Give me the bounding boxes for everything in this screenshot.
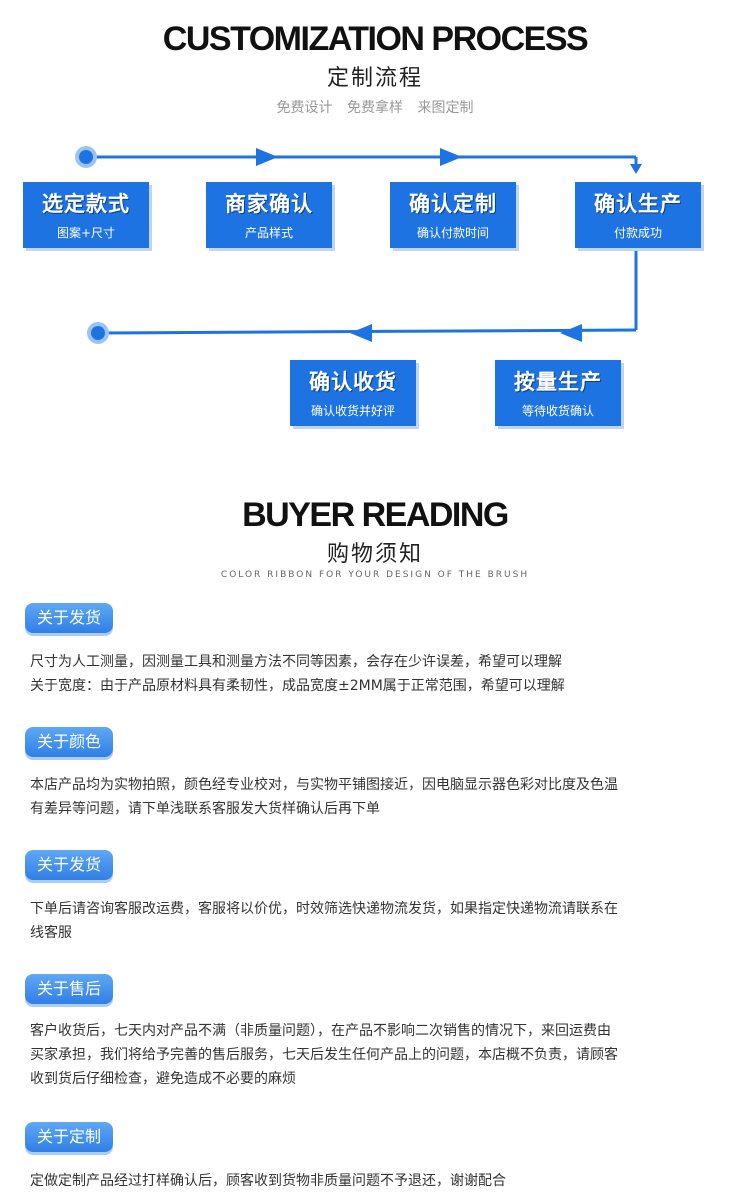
step-confirm-receipt: 确认收货 确认收货并好评 bbox=[290, 360, 416, 426]
notice-text: 尺寸为人工测量，因测量工具和测量方法不同等因素，会存在少许误差，希望可以理解 关… bbox=[30, 654, 565, 694]
step-subtitle: 付款成功 bbox=[613, 226, 662, 240]
arrow-down-icon bbox=[630, 164, 642, 174]
arrow-right-icon bbox=[440, 148, 462, 166]
notice-label: 关于售后 bbox=[25, 974, 113, 1004]
step-title: 确认收货 bbox=[309, 370, 397, 394]
notice-label: 关于发货 bbox=[25, 603, 113, 633]
step-title: 商家确认 bbox=[225, 192, 313, 216]
notice-label: 关于颜色 bbox=[25, 727, 113, 757]
step-title: 确认生产 bbox=[594, 192, 682, 216]
flow-start-dot-icon bbox=[75, 146, 97, 168]
step-merchant-confirm: 商家确认 产品样式 bbox=[206, 182, 332, 248]
notice-text: 下单后请咨询客服改运费，客服将以价优，时效筛选快递物流发货，如果指定快递物流请联… bbox=[30, 901, 618, 941]
step-title: 按量生产 bbox=[514, 370, 602, 394]
step-subtitle: 等待收货确认 bbox=[521, 404, 594, 418]
step-subtitle: 确认收货并好评 bbox=[310, 404, 395, 418]
process-title-en: CUSTOMIZATION PROCESS bbox=[162, 20, 589, 58]
process-title-cn: 定制流程 bbox=[326, 66, 423, 91]
notice-text: 客户收货后，七天内对产品不满（非质量问题），在产品不影响二次销售的情况下，来回运… bbox=[30, 1023, 618, 1087]
step-subtitle: 确认付款时间 bbox=[416, 226, 489, 240]
notice-text: 定做定制产品经过打样确认后，顾客收到货物非质量问题不予退还，谢谢配合 bbox=[30, 1173, 506, 1189]
step-mass-production: 按量生产 等待收货确认 bbox=[495, 360, 621, 426]
notice-text: 本店产品均为实物拍照，颜色经专业校对，与实物平铺图接近，因电脑显示器色彩对比度及… bbox=[30, 777, 618, 817]
step-confirm-production: 确认生产 付款成功 bbox=[575, 182, 701, 248]
flow-end-dot-icon bbox=[87, 322, 109, 344]
notice-label: 关于定制 bbox=[25, 1122, 113, 1152]
reading-title-en: BUYER READING bbox=[242, 496, 509, 534]
step-select-style: 选定款式 图案+尺寸 bbox=[23, 182, 149, 248]
reading-title-cn: 购物须知 bbox=[326, 542, 423, 567]
step-title: 选定款式 bbox=[42, 192, 130, 216]
step-confirm-custom: 确认定制 确认付款时间 bbox=[390, 182, 516, 248]
arrow-left-icon bbox=[350, 324, 372, 342]
notice-label: 关于发货 bbox=[25, 850, 113, 880]
reading-tagline: COLOR RIBBON FOR YOUR DESIGN OF THE BRUS… bbox=[220, 570, 530, 580]
arrow-right-icon bbox=[256, 148, 278, 166]
step-subtitle: 图案+尺寸 bbox=[56, 226, 116, 240]
step-subtitle: 产品样式 bbox=[244, 226, 293, 240]
step-title: 确认定制 bbox=[409, 192, 497, 216]
process-flow-lines bbox=[75, 146, 642, 344]
process-subtitle: 免费设计 免费拿样 来图定制 bbox=[276, 100, 474, 116]
arrow-left-icon bbox=[560, 324, 582, 342]
